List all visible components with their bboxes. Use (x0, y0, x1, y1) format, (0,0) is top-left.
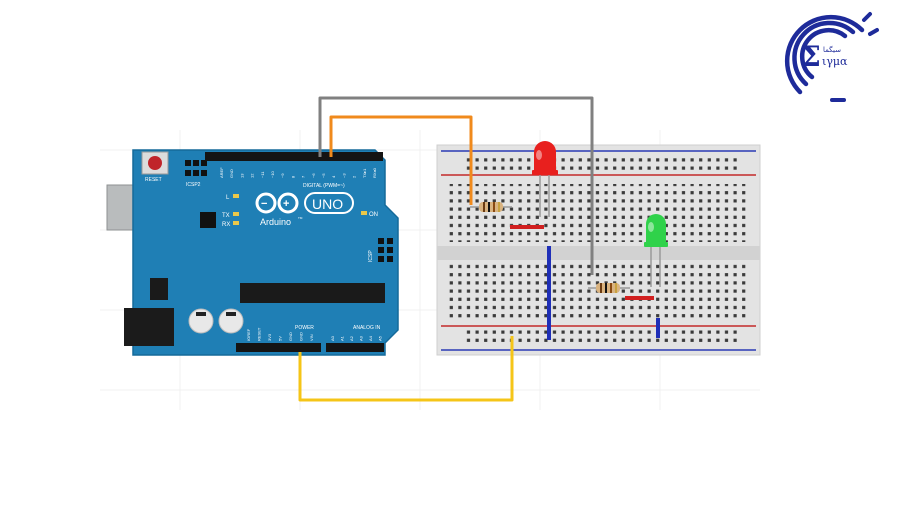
digital-pin-label: 8 (290, 175, 295, 178)
breadboard (436, 144, 761, 356)
rx-led-icon (233, 221, 239, 225)
on-label: ON (369, 212, 378, 218)
digital-pin-label: 13 (239, 173, 244, 178)
power-pin-label: VIN (309, 334, 314, 341)
yellow-wire[interactable] (298, 336, 514, 402)
voltage-regulator (150, 278, 168, 300)
sigma-symbol: Σ (801, 40, 821, 73)
gray-wire[interactable] (318, 96, 594, 275)
icsp-label: ICSP (368, 250, 374, 262)
power-header (236, 343, 321, 352)
analog-pin-label: A4 (368, 335, 373, 341)
logo-greek-text: ιγμα (822, 55, 848, 68)
analog-pin-label: A2 (349, 335, 354, 341)
tx-label: TX (222, 213, 230, 219)
digital-pin-label: ~6 (311, 173, 316, 178)
svg-text:−: − (261, 198, 267, 210)
arduino-infinity-icon (255, 192, 299, 214)
arduino-board: RESET ICSP2 − + Arduino TM UNO L TX (106, 149, 399, 356)
power-jack (124, 308, 174, 346)
digital-pin-label: 12 (250, 173, 255, 178)
digital-pin-label: AREF (219, 167, 224, 178)
power-pin-label: IOREF (246, 328, 251, 341)
orange-wire[interactable] (329, 115, 473, 205)
digital-label: DIGITAL (PWM=~) (303, 183, 345, 189)
usb-chip (200, 212, 216, 228)
digital-pin-label: ~11 (260, 171, 265, 178)
analog-label: ANALOG IN (353, 325, 381, 331)
digital-pin-label: ~9 (280, 173, 285, 178)
digital-pin-label: ~5 (321, 173, 326, 178)
icsp-header (378, 238, 393, 262)
logo-arabic-text: سیگما (823, 45, 841, 54)
digital-pin-label: 4 (331, 175, 336, 178)
red-led[interactable] (532, 141, 558, 217)
digital-pin-label: RX◂0 (372, 167, 377, 178)
resistor-2[interactable] (588, 283, 630, 293)
analog-pin-label: A5 (378, 335, 383, 341)
green-led[interactable] (644, 214, 668, 287)
digital-pin-labels: AREF GND 13 12 ~11 ~10 ~9 8 7 ~6 ~5 4 ~3 2 TX▸1 RX◂0 (219, 167, 377, 178)
uno-badge (304, 192, 354, 214)
tx-led-icon (233, 212, 239, 216)
sigma-logo: Σ سیگما ιγμα (784, 12, 879, 102)
reset-button-cap (148, 156, 162, 170)
digital-pin-label: ~10 (270, 170, 275, 178)
analog-pin-labels: A0 A1 A2 A3 A4 A5 (330, 335, 383, 341)
led-l-label: L (226, 195, 230, 201)
wires (298, 96, 660, 402)
center-channel (437, 246, 760, 260)
power-pin-label: GND (299, 332, 304, 341)
digital-pin-label: ~3 (341, 173, 346, 178)
power-pin-label: 3V3 (267, 333, 272, 341)
resistor-1[interactable] (470, 202, 512, 212)
brand-label: Arduino (260, 217, 291, 227)
digital-header (205, 152, 383, 161)
atmega-chip (240, 283, 385, 303)
analog-pin-label: A0 (330, 335, 335, 341)
digital-pin-label: 7 (301, 175, 306, 178)
capacitor-2 (218, 308, 244, 334)
model-label: UNO (312, 196, 343, 212)
digital-pin-label: 2 (352, 175, 357, 178)
digital-pin-label: GND (229, 169, 234, 178)
brand-tm: TM (298, 216, 303, 220)
capacitor-1 (188, 308, 214, 334)
rx-label: RX (222, 222, 230, 228)
analog-pin-label: A1 (340, 335, 345, 341)
svg-text:+: + (283, 198, 289, 210)
power-pin-label: GND (288, 332, 293, 341)
power-pin-label: 5V (278, 336, 283, 341)
led-l-icon (233, 194, 239, 198)
analog-pin-label: A3 (359, 335, 364, 341)
power-label: POWER (295, 325, 314, 331)
power-pin-labels: IOREF RESET 3V3 5V GND GND VIN (246, 327, 314, 341)
reset-label: RESET (145, 177, 162, 183)
icsp2-header (185, 160, 207, 176)
icsp2-label: ICSP2 (186, 182, 201, 188)
digital-pin-label: TX▸1 (362, 168, 367, 178)
power-pin-label: RESET (257, 327, 262, 341)
analog-header (326, 343, 384, 352)
on-led-icon (361, 211, 367, 215)
